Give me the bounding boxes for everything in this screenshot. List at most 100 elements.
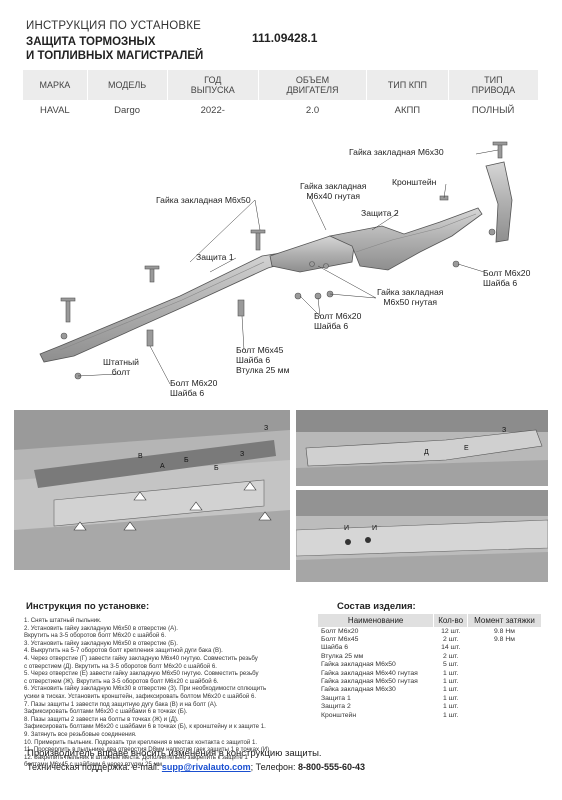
parts-cell-name: Защита 2 bbox=[321, 703, 351, 711]
product-title-line1: ЗАЩИТА ТОРМОЗНЫХ bbox=[26, 36, 156, 48]
parts-cell-name: Гайка закладная М6х30 bbox=[321, 686, 396, 694]
spec-header-make: МАРКА bbox=[22, 70, 88, 100]
parts-cell-qty: 12 шт. bbox=[441, 627, 461, 635]
parts-cell-torque: 9.8 Нм bbox=[494, 627, 515, 635]
parts-row: Болт М6х45 2 шт. 9.8 Нм bbox=[318, 635, 542, 643]
spec-header-gearbox: ТИП КПП bbox=[366, 70, 449, 100]
part-number: 111.09428.1 bbox=[252, 31, 318, 45]
parts-cell-torque bbox=[467, 652, 541, 660]
svg-text:И: И bbox=[372, 525, 377, 532]
instruction-step: 6. Установить гайку закладную М6х30 в от… bbox=[24, 685, 267, 693]
product-title: ЗАЩИТА ТОРМОЗНЫХ И ТОПЛИВНЫХ МАГИСТРАЛЕЙ bbox=[26, 35, 203, 63]
parts-cell-torque bbox=[467, 644, 541, 652]
parts-cell-torque bbox=[467, 677, 541, 685]
parts-cell-name: Защита 1 bbox=[321, 694, 351, 702]
parts-cell-name: Кронштейн bbox=[321, 711, 357, 719]
label-guard-2: Защита 2 bbox=[361, 208, 399, 218]
instruction-step: 10. Примерить пыльник. Подрезать три кре… bbox=[24, 738, 258, 746]
parts-table: Наименование Кол-во Момент затяжки Болт … bbox=[318, 614, 543, 719]
parts-cell-qty: 2 шт. bbox=[442, 652, 459, 660]
support-label: Техническая поддержка: e-mail: bbox=[27, 762, 162, 772]
svg-text:Д: Д bbox=[424, 449, 429, 456]
parts-cell-qty: 5 шт. bbox=[442, 661, 459, 669]
svg-text:Е: Е bbox=[464, 445, 469, 452]
instruction-step: 1. Снять штатный пыльник. bbox=[24, 617, 102, 624]
parts-header-torque: Момент затяжки bbox=[467, 614, 543, 627]
parts-cell-name: Гайка закладная М6х50 bbox=[321, 661, 396, 669]
instruction-step: с отверстием (Д). Вкрутить на 3-5 оборот… bbox=[24, 662, 217, 670]
parts-cell-name: Гайка закладная М6х50 гнутая bbox=[321, 678, 418, 686]
parts-cell-name: Гайка закладная М6х40 гнутая bbox=[321, 669, 418, 677]
svg-text:А: А bbox=[160, 463, 165, 470]
instruction-step: 9. Затянуть все резьбовые соединения. bbox=[24, 730, 137, 738]
svg-text:Б: Б bbox=[214, 465, 219, 472]
exploded-diagram bbox=[39, 141, 513, 385]
instructions-title: Инструкция по установке: bbox=[26, 601, 150, 612]
instruction-step: 12. Закрепить пыльник в штатные места. Д… bbox=[24, 753, 248, 761]
instruction-step: болтами М6х45 с шайбами 6 через втулки 2… bbox=[24, 761, 164, 769]
parts-row: Гайка закладная М6х30 1 шт. bbox=[318, 686, 542, 694]
svg-text:З: З bbox=[264, 425, 268, 432]
instruction-step: 11. Просверлить в пыльнике два отверстия… bbox=[24, 746, 271, 754]
spec-value-drive: ПОЛНЫЙ bbox=[471, 104, 515, 116]
label-guard-1: Защита 1 bbox=[196, 252, 234, 262]
support-email-link[interactable]: supp@rivalauto.com bbox=[161, 762, 251, 772]
parts-cell-qty: 2 шт. bbox=[442, 636, 459, 644]
spec-value-model: Dargo bbox=[114, 104, 141, 116]
spec-value-engine: 2.0 bbox=[305, 104, 320, 116]
label-nut-m6x50: Гайка закладная М6х50 bbox=[156, 195, 251, 205]
parts-cell-name: Болт М6х45 bbox=[321, 636, 359, 644]
instruction-step: 4. Выкрутить на 5-7 оборотов болт крепле… bbox=[24, 647, 223, 655]
instruction-step: усики в тисках. Установить кронштейн, за… bbox=[24, 692, 257, 700]
leader-lines bbox=[77, 149, 499, 385]
parts-cell-torque bbox=[467, 694, 541, 702]
photo-underbody-left: В А Б Б З З bbox=[14, 410, 290, 570]
svg-text:З: З bbox=[240, 451, 244, 458]
parts-title: Состав изделия: bbox=[337, 601, 416, 612]
parts-cell-torque: 9.8 Нм bbox=[494, 636, 515, 644]
instruction-step: 8. Пазы защиты 2 завести на болты в точк… bbox=[24, 715, 179, 723]
parts-cell-torque bbox=[467, 703, 541, 711]
parts-cell-name: Втулка 25 мм bbox=[321, 652, 364, 660]
svg-text:Б: Б bbox=[184, 457, 189, 464]
instruction-step: Зафиксировать болтами М6х20 с шайбами 6 … bbox=[24, 708, 188, 716]
svg-text:И: И bbox=[344, 525, 349, 532]
parts-cell-qty: 1 шт. bbox=[442, 686, 459, 694]
spec-value-year: 2022- bbox=[200, 104, 225, 116]
photo-guard-detail-top-art: ЗЕД bbox=[296, 410, 548, 486]
instruction-step: Зафиксировать болтами М6х20 с шайбами 6 … bbox=[24, 723, 266, 731]
guard-2-shape bbox=[328, 207, 483, 271]
parts-row: Гайка закладная М6х50 5 шт. bbox=[318, 661, 542, 669]
photo-underbody-left-art: В А Б Б З З bbox=[14, 410, 290, 570]
support-line: Техническая поддержка: e-mail: supp@riva… bbox=[27, 762, 365, 772]
instructions-list: 1. Снять штатный пыльник.2. Установить г… bbox=[24, 617, 324, 769]
instruction-step: 2. Установить гайку закладную М6х50 в от… bbox=[24, 624, 178, 632]
parts-cell-qty: 14 шт. bbox=[441, 644, 461, 652]
label-bracket: Кронштейн bbox=[392, 177, 437, 187]
disclaimer: Производитель вправе вносить изменения в… bbox=[27, 748, 322, 759]
spec-value-row: HAVAL Dargo 2022- 2.0 АКПП ПОЛНЫЙ bbox=[23, 100, 539, 120]
spec-header-model: МОДЕЛЬ bbox=[86, 70, 168, 100]
parts-cell-qty: 1 шт. bbox=[442, 703, 459, 711]
parts-cell-torque bbox=[467, 669, 541, 677]
support-phone[interactable]: 8-800-555-60-43 bbox=[298, 762, 366, 772]
parts-cell-qty: 1 шт. bbox=[442, 694, 459, 702]
parts-row: Защита 2 1 шт. bbox=[318, 703, 542, 711]
svg-text:В: В bbox=[138, 453, 143, 460]
label-nut-m6x30: Гайка закладная М6х30 bbox=[349, 147, 444, 157]
doc-heading: ИНСТРУКЦИЯ ПО УСТАНОВКЕ bbox=[26, 20, 202, 32]
